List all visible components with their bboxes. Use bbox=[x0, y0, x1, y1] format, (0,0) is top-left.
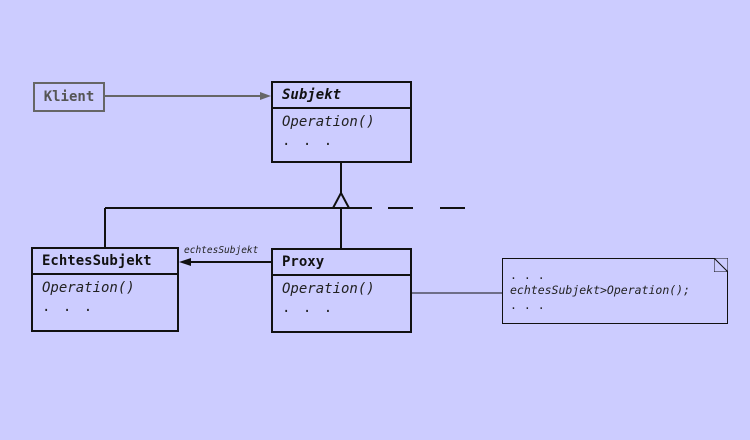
klient-arrowhead bbox=[260, 92, 271, 100]
note-line-1: . . . bbox=[510, 268, 545, 282]
subjekt-operation: Operation() bbox=[282, 114, 375, 130]
echtes-subjekt-ellipsis: . . . bbox=[42, 299, 95, 315]
proxy-class-name: Proxy bbox=[273, 250, 410, 276]
inheritance-triangle bbox=[331, 190, 351, 209]
klient-label: Klient bbox=[43, 89, 95, 105]
note-fold-icon bbox=[714, 258, 728, 272]
note-line-2: echtesSubjekt>Operation(); bbox=[510, 283, 691, 297]
association-label: echtesSubjekt bbox=[184, 245, 259, 256]
echtes-subjekt-operation: Operation() bbox=[42, 280, 135, 296]
echtes-subjekt-class-name: EchtesSubjekt bbox=[33, 249, 177, 275]
subjekt-class-name: Subjekt bbox=[273, 83, 410, 109]
subjekt-class[interactable]: Subjekt Operation() . . . bbox=[271, 81, 412, 163]
implementation-note[interactable]: . . . echtesSubjekt>Operation(); . . . bbox=[502, 258, 728, 324]
reference-arrowhead bbox=[179, 258, 191, 266]
klient-box[interactable]: Klient bbox=[33, 82, 105, 112]
proxy-ellipsis: . . . bbox=[282, 300, 335, 316]
proxy-class[interactable]: Proxy Operation() . . . bbox=[271, 248, 412, 333]
proxy-operation: Operation() bbox=[282, 281, 375, 297]
subjekt-ellipsis: . . . bbox=[282, 133, 335, 149]
echtes-subjekt-class[interactable]: EchtesSubjekt Operation() . . . bbox=[31, 247, 179, 332]
note-line-3: . . . bbox=[510, 298, 545, 312]
